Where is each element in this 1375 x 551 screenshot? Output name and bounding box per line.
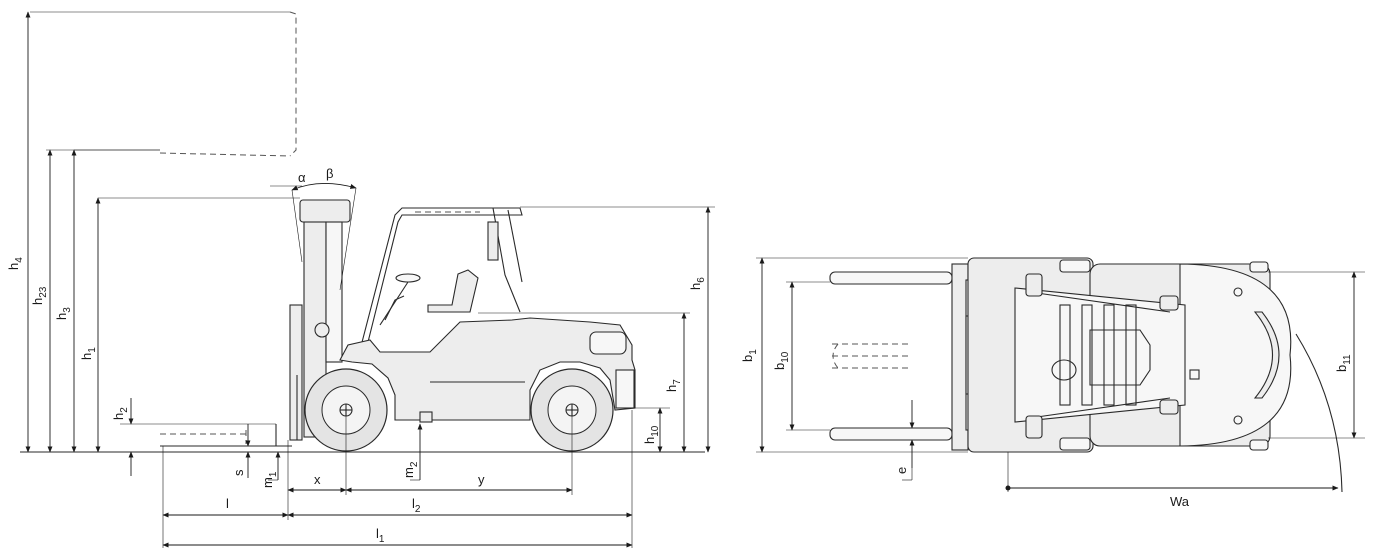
top-forks <box>829 271 953 441</box>
top-overhead-guard <box>1014 273 1186 439</box>
right-height-dimensions <box>478 206 715 453</box>
label-h4: h4 <box>6 257 25 270</box>
label-b10: b10 <box>772 351 791 370</box>
truck-body <box>339 317 636 423</box>
label-b1: b1 <box>740 349 759 362</box>
label-y: y <box>478 472 485 487</box>
label-m1: m1 <box>260 471 279 488</box>
label-b11: b11 <box>1334 354 1353 372</box>
label-e: e <box>894 467 909 474</box>
label-s: s <box>231 469 246 476</box>
label-h6: h6 <box>688 277 707 290</box>
height-dimensions <box>25 11 423 481</box>
tilt-angle-lines <box>270 183 357 291</box>
label-h2: h2 <box>111 407 130 420</box>
label-l2: l2 <box>412 496 421 515</box>
top-view-labels: b1 b10 b11 e Wa <box>740 349 1353 509</box>
forks <box>160 424 292 447</box>
label-beta: β <box>326 166 333 181</box>
label-l1: l1 <box>376 526 385 545</box>
steering-wheel <box>379 273 421 326</box>
mast <box>289 199 351 441</box>
side-view-labels: h4 h23 h3 h1 h2 α β s m1 m2 x y l l2 l1 … <box>6 166 707 545</box>
label-h10: h10 <box>642 425 661 444</box>
label-m2: m2 <box>401 461 420 478</box>
label-x: x <box>314 472 321 487</box>
label-wa: Wa <box>1170 494 1190 509</box>
label-h23: h23 <box>30 286 49 305</box>
raised-load-outline <box>30 11 297 157</box>
width-dimensions <box>756 257 1365 492</box>
overhead-guard <box>359 207 523 351</box>
label-h3: h3 <box>54 307 73 320</box>
seat <box>427 269 479 313</box>
label-l: l <box>226 496 229 511</box>
top-view: b1 b10 b11 e Wa <box>740 257 1365 509</box>
turning-radius-arc <box>1295 333 1343 493</box>
label-alpha: α <box>298 170 306 185</box>
label-h7: h7 <box>664 379 683 392</box>
label-h1: h1 <box>79 347 98 360</box>
side-view: h4 h23 h3 h1 h2 α β s m1 m2 x y l l2 l1 … <box>6 11 715 548</box>
length-dimensions <box>162 408 633 548</box>
